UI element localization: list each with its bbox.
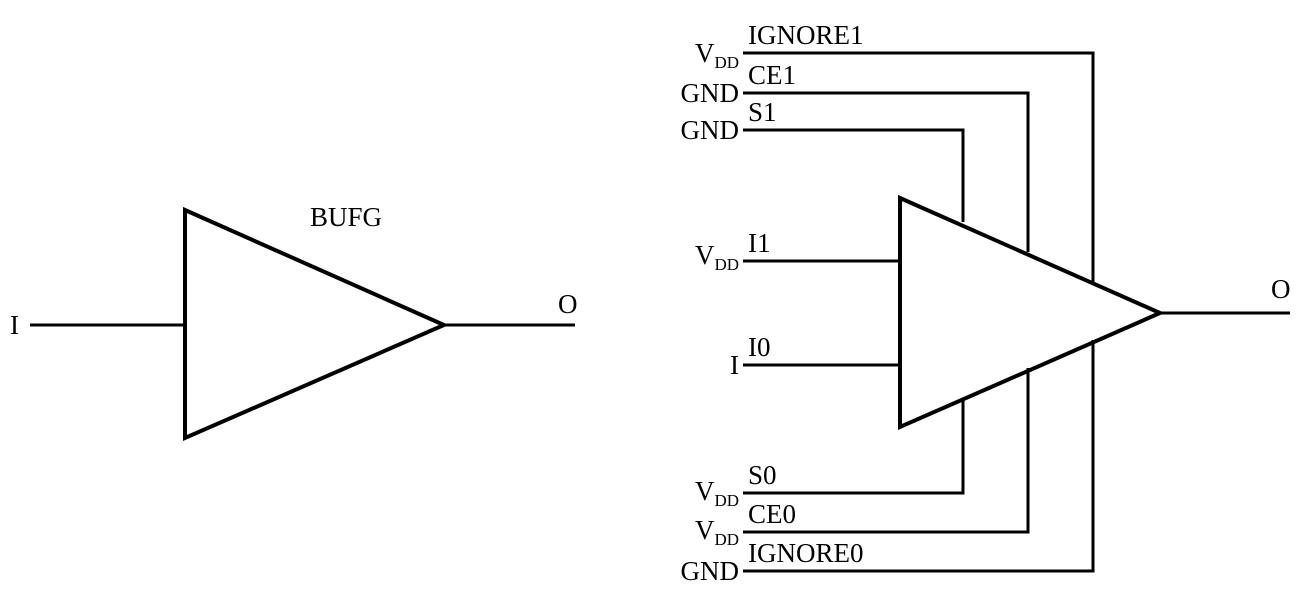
tie-label-ce0: VDD bbox=[695, 515, 739, 549]
pin-label-ignore0: IGNORE0 bbox=[748, 538, 864, 568]
pin-label-ce0: CE0 bbox=[748, 499, 796, 529]
tie-label-ignore0: GND bbox=[681, 556, 740, 586]
bufg-title: BUFG bbox=[310, 202, 382, 232]
bufgmux-triangle bbox=[898, 194, 1165, 431]
s0-wire bbox=[743, 398, 965, 495]
pin-label-ce1: CE1 bbox=[748, 60, 796, 90]
tie-label-ignore1: VDD bbox=[695, 38, 739, 72]
ce0-wire bbox=[743, 368, 1030, 534]
bufg-output-label: O bbox=[558, 289, 578, 319]
tie-label-ce1: GND bbox=[681, 78, 740, 108]
s1-wire bbox=[743, 128, 965, 222]
tie-label-i0: I bbox=[730, 350, 739, 380]
pin-label-ignore1: IGNORE1 bbox=[748, 20, 864, 50]
tie-label-s0: VDD bbox=[695, 476, 739, 510]
bufg-input-label: I bbox=[10, 310, 19, 340]
tie-label-s1: GND bbox=[681, 115, 740, 145]
ignore0-wire bbox=[743, 340, 1095, 573]
bufg-triangle bbox=[183, 206, 449, 442]
bufgmux-output-label: O bbox=[1271, 274, 1291, 304]
ce1-wire bbox=[743, 91, 1030, 252]
pin-label-s1: S1 bbox=[748, 97, 777, 127]
pin-label-s0: S0 bbox=[748, 460, 777, 490]
bufg-symbol: BUFG I O bbox=[10, 202, 578, 442]
bufgmux-symbol: O IGNORE1 CE1 S1 I1 I0 S0 CE0 IGNORE0 VD… bbox=[681, 20, 1291, 586]
tie-label-i1: VDD bbox=[695, 240, 739, 274]
pin-label-i1: I1 bbox=[748, 228, 771, 258]
ignore1-wire bbox=[743, 51, 1095, 285]
pin-label-i0: I0 bbox=[748, 332, 771, 362]
